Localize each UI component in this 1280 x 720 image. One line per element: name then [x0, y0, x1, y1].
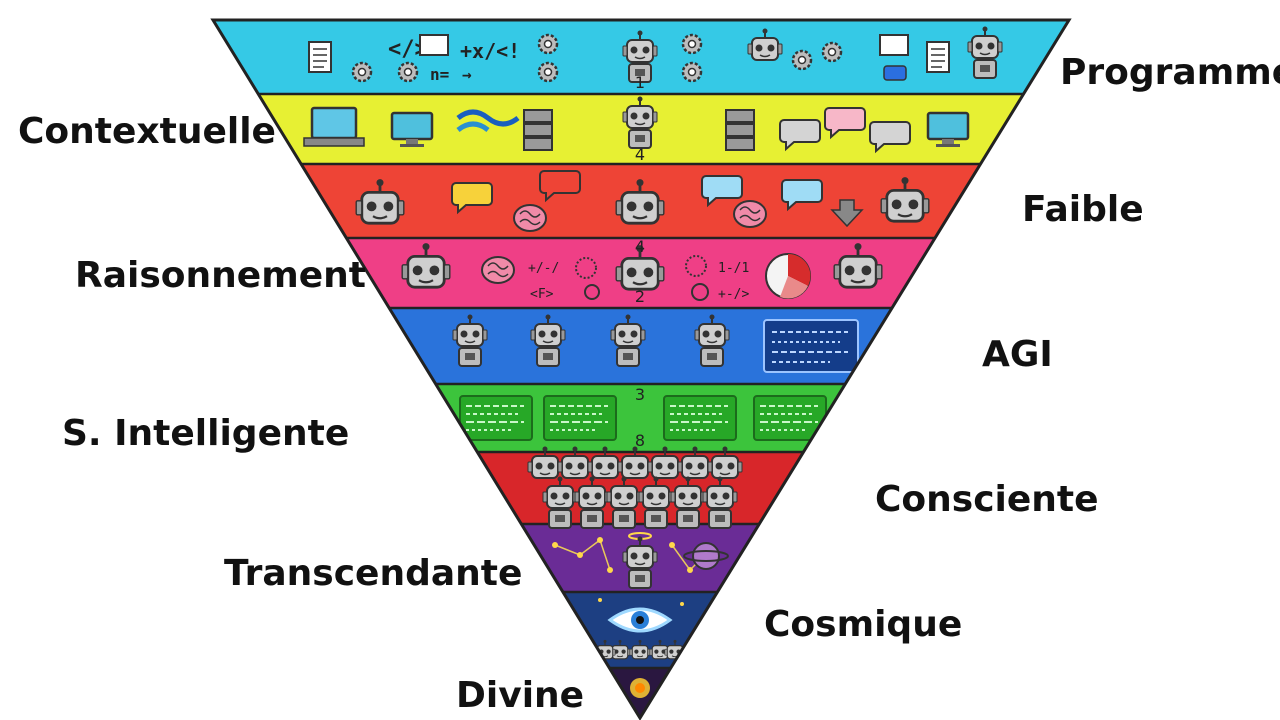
band-9-icons: [594, 598, 686, 660]
level-label-divine: Divine: [456, 675, 585, 716]
level-label-agi: AGI: [982, 334, 1053, 375]
band-5-icons: [453, 315, 859, 373]
svg-text:+-/>: +-/>: [718, 287, 749, 302]
level-label-contextuelle: Contextuelle: [18, 111, 276, 152]
svg-text:n=: n=: [430, 65, 449, 84]
svg-text:+/-/: +/-/: [528, 261, 559, 276]
level-label-consciente: Consciente: [875, 479, 1099, 520]
svg-text:<F>: <F>: [530, 287, 554, 302]
band-4-icons: +/-/ <F> 1-/1 +-/>: [400, 241, 884, 302]
svg-text:→: →: [462, 65, 472, 84]
center-digit: 3: [635, 385, 645, 404]
band-2-icons: [303, 97, 970, 152]
center-digit: 2: [635, 287, 645, 306]
center-digit: 4: [635, 145, 645, 164]
level-label-faible: Faible: [1022, 189, 1144, 230]
level-label-programme: Programmé: [1060, 52, 1280, 93]
center-digit: 4: [635, 237, 645, 256]
level-label-transcendante: Transcendante: [224, 553, 523, 594]
center-digit: 1: [635, 73, 645, 92]
pyramid-outline: [210, 18, 1072, 720]
pyramid-band-5: [213, 308, 1069, 384]
svg-text:1-/1: 1-/1: [718, 261, 749, 276]
band-3-icons: [354, 170, 931, 232]
band-10-icons: [630, 678, 650, 698]
level-label-s-intelligente: S. Intelligente: [62, 413, 350, 454]
band-8-icons: [552, 532, 729, 588]
level-label-cosmique: Cosmique: [764, 604, 963, 645]
svg-text:+x/<!: +x/<!: [460, 39, 520, 63]
center-digit: 8: [635, 431, 645, 450]
level-label-raisonnement: Raisonnement: [75, 255, 366, 296]
center-digits: 1 4 4 2 3 8: [635, 73, 645, 450]
band-1-icons: </> n= +x/<! →: [308, 27, 1002, 84]
